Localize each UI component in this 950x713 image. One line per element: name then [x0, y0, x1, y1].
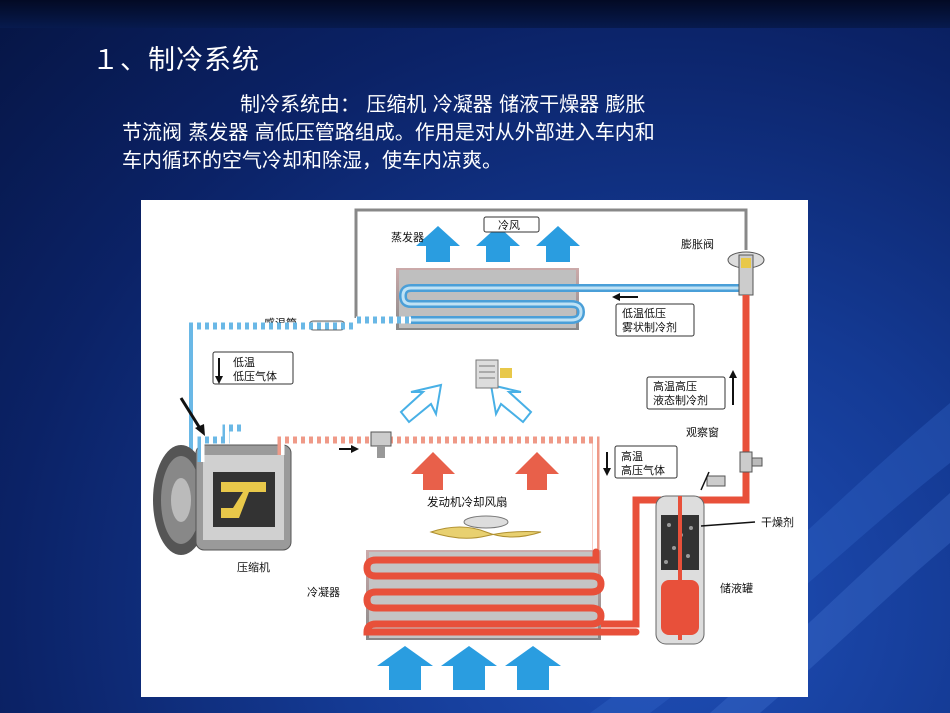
refrigeration-diagram: 冷风 蒸发器 膨胀阀 低温低压 雾状制冷剂 感温筒 低温 低压气体	[141, 200, 808, 697]
evaporator-blower	[475, 359, 512, 389]
cold-air-arrows-top	[416, 226, 580, 262]
slide-paragraph: 制冷系统由： 压缩机 冷凝器 储液干燥器 膨胀 节流阀 蒸发器 高低压管路组成。…	[122, 90, 802, 174]
desiccant-label: 干燥剂	[761, 515, 794, 529]
slide-title: １、制冷系统	[92, 45, 260, 76]
condenser	[363, 548, 640, 640]
high-pressure-liquid-pipe	[601, 295, 750, 628]
high-temp-gas-box	[614, 445, 678, 479]
expansion-valve-label: 膨胀阀	[681, 237, 714, 251]
condenser-label: 冷凝器	[307, 585, 340, 599]
paragraph-line-1: 制冷系统由： 压缩机 冷凝器 储液干燥器 膨胀	[240, 92, 646, 116]
high-temp-liquid-l2: 液态制冷剂	[653, 393, 708, 407]
high-temp-liquid-l1: 高温高压	[653, 379, 697, 393]
paragraph-line-2: 节流阀 蒸发器 高低压管路组成。作用是对从外部进入车内和	[122, 120, 655, 144]
high-temp-liquid-box	[646, 376, 726, 410]
cold-air-arrows-bottom	[377, 646, 561, 690]
top-band	[0, 0, 950, 28]
evaporator-label: 蒸发器	[391, 230, 424, 244]
sight-glass-label: 观察窗	[686, 425, 719, 439]
cold-air-label: 冷风	[498, 219, 520, 232]
low-temp-gas-l2: 低压气体	[233, 369, 277, 383]
low-temp-refrigerant-l2: 雾状制冷剂	[622, 320, 677, 334]
high-pressure-discharge-pipe	[381, 436, 600, 552]
paragraph-line-3: 车内循环的空气冷却和除湿，使车内凉爽。	[122, 148, 502, 172]
receiver-drier	[655, 475, 726, 645]
high-temp-gas-l1: 高温	[621, 449, 643, 463]
cold-air-label-box	[483, 216, 540, 233]
cooling-fan	[429, 515, 542, 539]
intake-air-arrows	[399, 383, 533, 424]
low-temp-refrigerant-l1: 低温低压	[622, 307, 666, 320]
fan-label: 发动机冷却风扇	[427, 495, 508, 509]
background-swoosh	[590, 403, 950, 713]
capillary-line	[354, 208, 748, 318]
expansion-valve	[727, 251, 765, 296]
compressor-label: 压缩机	[237, 560, 270, 574]
low-temp-gas-box	[212, 351, 294, 385]
low-temp-gas-l1: 低温	[233, 356, 255, 369]
evaporator	[356, 268, 745, 330]
high-temp-gas-l2: 高压气体	[621, 463, 665, 477]
compressor	[153, 397, 381, 555]
low-temp-refrigerant-box	[615, 303, 695, 337]
hot-air-arrows	[411, 452, 559, 490]
receiver-drier-label: 储液罐	[720, 581, 753, 595]
